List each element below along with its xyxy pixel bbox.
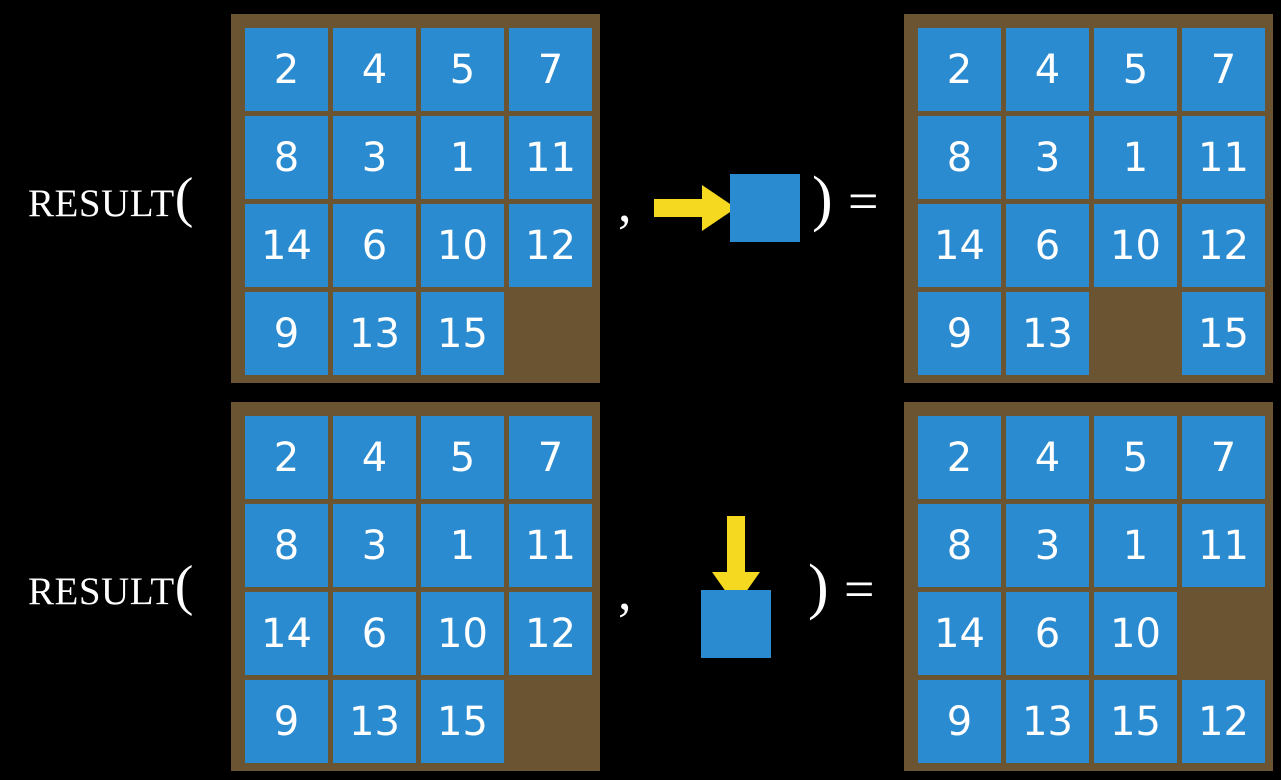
puzzle-tile[interactable]: 10: [1094, 204, 1177, 287]
empty-slot: [1094, 292, 1177, 375]
puzzle-tile[interactable]: 6: [1006, 204, 1089, 287]
puzzle-tile[interactable]: 12: [1182, 204, 1265, 287]
puzzle-tile[interactable]: 3: [1006, 504, 1089, 587]
puzzle-tile[interactable]: 11: [1182, 116, 1265, 199]
puzzle-tile[interactable]: 2: [918, 28, 1001, 111]
puzzle-tile[interactable]: 13: [333, 680, 416, 763]
puzzle-tile[interactable]: 11: [509, 116, 592, 199]
puzzle-tile[interactable]: 9: [245, 292, 328, 375]
move-down-arrow-icon: [712, 516, 760, 606]
puzzle-tile[interactable]: 8: [918, 116, 1001, 199]
result-function-label-row-1: Result(: [28, 167, 194, 229]
empty-slot: [1182, 592, 1265, 675]
puzzle-tile[interactable]: 3: [333, 116, 416, 199]
puzzle-tile[interactable]: 11: [1182, 504, 1265, 587]
puzzle-tile[interactable]: 6: [333, 592, 416, 675]
close-paren-row-1: ): [812, 165, 833, 233]
puzzle-tile[interactable]: 12: [509, 592, 592, 675]
comma-separator-row-1: ,: [618, 173, 632, 233]
puzzle-tile[interactable]: 4: [1006, 416, 1089, 499]
puzzle-tile[interactable]: 7: [1182, 28, 1265, 111]
puzzle-tile[interactable]: 9: [918, 292, 1001, 375]
puzzle-tile[interactable]: 4: [333, 28, 416, 111]
puzzle-tile[interactable]: 13: [1006, 680, 1089, 763]
puzzle-tile[interactable]: 14: [918, 204, 1001, 287]
puzzle-tile[interactable]: 5: [421, 416, 504, 499]
puzzle-tile[interactable]: 11: [509, 504, 592, 587]
puzzle-tile[interactable]: 13: [1006, 292, 1089, 375]
puzzle-tile[interactable]: 12: [1182, 680, 1265, 763]
move-right-arrow-icon: [654, 185, 736, 231]
puzzle-tile[interactable]: 15: [421, 292, 504, 375]
puzzle-tile[interactable]: 14: [918, 592, 1001, 675]
puzzle-tile[interactable]: 6: [333, 204, 416, 287]
puzzle-tile[interactable]: 3: [333, 504, 416, 587]
puzzle-tile[interactable]: 8: [918, 504, 1001, 587]
puzzle-tile[interactable]: 5: [1094, 28, 1177, 111]
puzzle-tile[interactable]: 14: [245, 592, 328, 675]
equals-sign-row-1: =: [848, 171, 879, 231]
puzzle-tile[interactable]: 1: [1094, 504, 1177, 587]
puzzle-tile[interactable]: 2: [245, 28, 328, 111]
puzzle-tile[interactable]: 8: [245, 504, 328, 587]
puzzle-tile[interactable]: 10: [421, 204, 504, 287]
puzzle-tile[interactable]: 4: [333, 416, 416, 499]
move-right-target-tile: [730, 174, 800, 242]
puzzle-tile[interactable]: 2: [918, 416, 1001, 499]
puzzle-tile[interactable]: 2: [245, 416, 328, 499]
result-function-label-row-2: Result(: [28, 555, 194, 617]
puzzle-tile[interactable]: 9: [245, 680, 328, 763]
puzzle-tile[interactable]: 1: [421, 116, 504, 199]
puzzle-tile[interactable]: 13: [333, 292, 416, 375]
puzzle-tile[interactable]: 5: [421, 28, 504, 111]
puzzle-tile[interactable]: 15: [1094, 680, 1177, 763]
puzzle-tile[interactable]: 14: [245, 204, 328, 287]
equals-sign-row-2: =: [844, 559, 875, 619]
puzzle-tile[interactable]: 12: [509, 204, 592, 287]
puzzle-tile[interactable]: 1: [421, 504, 504, 587]
puzzle-tile[interactable]: 7: [1182, 416, 1265, 499]
puzzle-tile[interactable]: 9: [918, 680, 1001, 763]
puzzle-tile[interactable]: 1: [1094, 116, 1177, 199]
move-down-target-tile: [701, 590, 771, 658]
puzzle-tile[interactable]: 10: [1094, 592, 1177, 675]
puzzle-tile[interactable]: 8: [245, 116, 328, 199]
puzzle-tile[interactable]: 10: [421, 592, 504, 675]
puzzle-tile[interactable]: 7: [509, 416, 592, 499]
close-paren-row-2: ): [808, 553, 829, 621]
puzzle-tile[interactable]: 7: [509, 28, 592, 111]
empty-slot: [509, 680, 592, 763]
puzzle-tile[interactable]: 6: [1006, 592, 1089, 675]
puzzle-tile[interactable]: 3: [1006, 116, 1089, 199]
puzzle-tile[interactable]: 4: [1006, 28, 1089, 111]
comma-separator-row-2: ,: [618, 561, 632, 621]
puzzle-tile[interactable]: 15: [1182, 292, 1265, 375]
puzzle-tile[interactable]: 15: [421, 680, 504, 763]
puzzle-tile[interactable]: 5: [1094, 416, 1177, 499]
empty-slot: [509, 292, 592, 375]
